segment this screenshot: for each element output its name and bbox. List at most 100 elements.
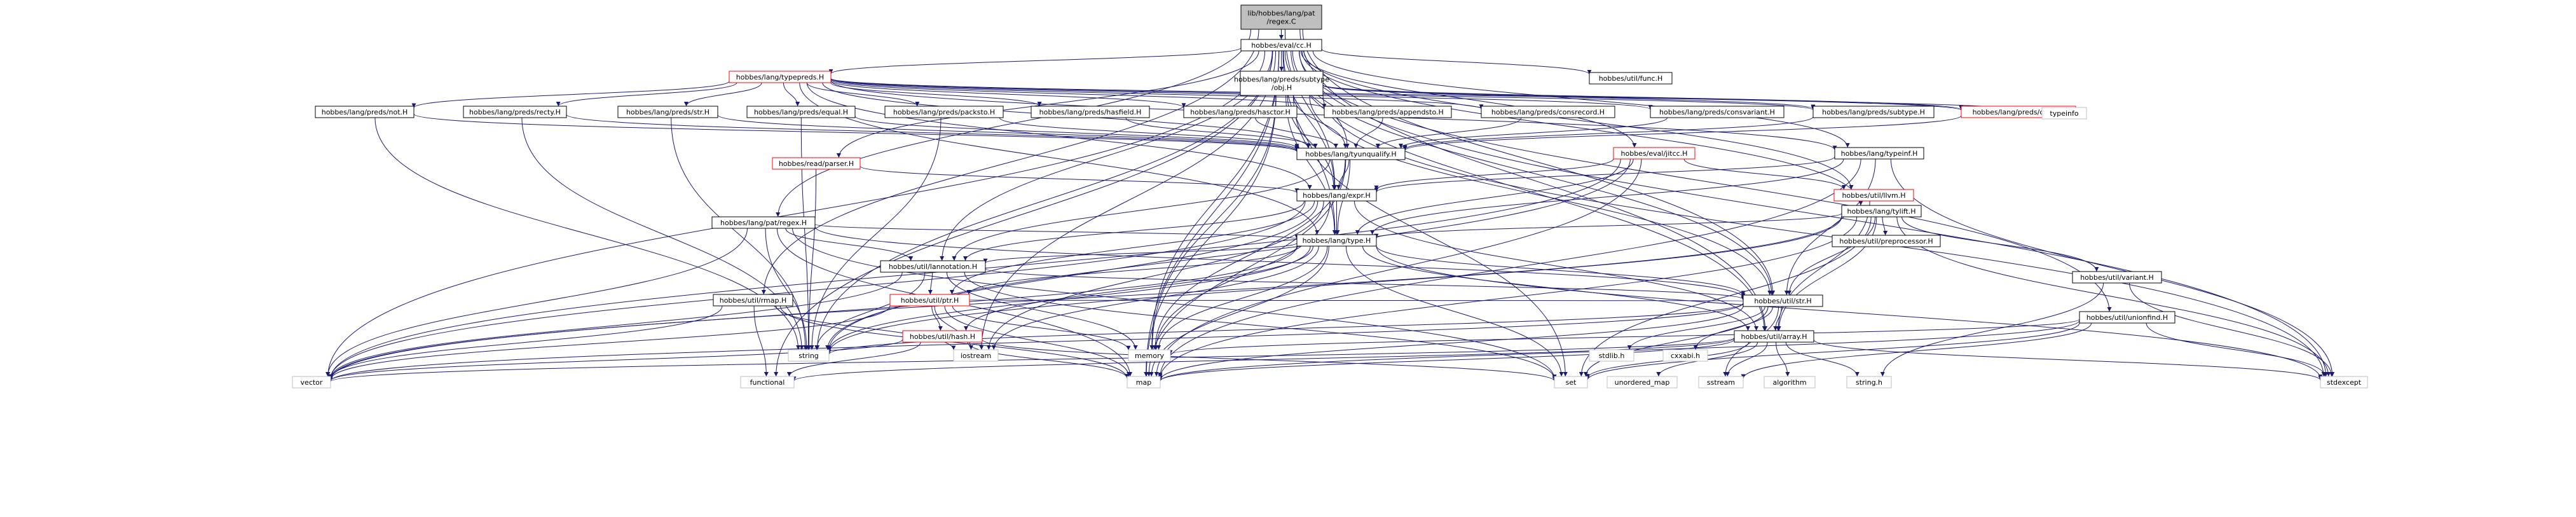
edge-util_str-to-stdlibh <box>1627 306 1765 350</box>
node-typeH[interactable]: hobbes/lang/type.H <box>1296 234 1377 247</box>
node-subtype[interactable]: hobbes/lang/preds/subtype.H <box>1812 106 1935 118</box>
edge-typeinf-to-exprH <box>1374 156 1835 193</box>
node-box-stringh <box>1846 376 1892 389</box>
edge-rmap-to-functional <box>753 305 769 377</box>
node-box-preprocessor <box>1832 235 1941 247</box>
edge-recty-to-tyunqualify <box>566 114 1299 152</box>
edge-appendsto-to-tyunqualify <box>1353 117 1383 149</box>
edge-notH-to-tyunqualify <box>413 113 1299 152</box>
node-functional: functional <box>740 376 795 389</box>
edge-readparser-to-exprH <box>860 165 1299 193</box>
node-label-appendsto: hobbes/lang/preds/appendsto.H <box>1332 108 1444 116</box>
node-appendsto[interactable]: hobbes/lang/preds/appendsto.H <box>1324 106 1452 118</box>
edge-typeH-to-util_str <box>1376 245 1746 296</box>
node-label-typeH: hobbes/lang/type.H <box>1303 237 1371 245</box>
edge-jitcc-to-typeH <box>1355 158 1634 235</box>
edge-typeinf-to-map <box>1158 158 1861 377</box>
edge-typepreds-to-hasfield <box>830 82 1042 107</box>
edge-ptr-to-vector <box>328 305 891 380</box>
node-rmap[interactable]: hobbes/util/rmap.H <box>713 294 793 307</box>
node-label-consrecord: hobbes/lang/preds/consrecord.H <box>1491 108 1605 116</box>
node-func[interactable]: hobbes/util/func.H <box>1589 72 1673 85</box>
edge-evalcc-to-typeinf <box>1312 50 1850 148</box>
node-label-memory: memory <box>1135 352 1164 360</box>
node-evalcc[interactable]: hobbes/eval/cc.H <box>1240 39 1322 52</box>
edge-evalcc-to-tyunqualify <box>1284 50 1350 149</box>
edge-typeH-to-memory <box>1156 245 1328 350</box>
node-notH[interactable]: hobbes/lang/preds/not.H <box>315 106 414 118</box>
edge-unionfind-to-stdexcept <box>2146 322 2327 377</box>
node-subtypeobj[interactable]: hobbes/lang/preds/subtype/obj.H <box>1234 71 1329 96</box>
edge-recty-to-string <box>521 117 804 350</box>
edge-subtypeobj-to-typeH <box>1285 95 1337 235</box>
node-consrecord[interactable]: hobbes/lang/preds/consrecord.H <box>1481 106 1615 118</box>
node-box-lannotation <box>880 260 986 273</box>
node-patregex[interactable]: hobbes/lang/pat/regex.H <box>711 216 816 229</box>
node-label-set: set <box>1566 378 1577 387</box>
node-variant[interactable]: hobbes/util/variant.H <box>2072 271 2162 284</box>
node-hasctor[interactable]: hobbes/lang/preds/hasctor.H <box>1183 106 1298 118</box>
node-box-patregex <box>711 216 816 229</box>
node-hash[interactable]: hobbes/util/hash.H <box>902 330 983 343</box>
node-exprH[interactable]: hobbes/lang/expr.H <box>1296 189 1377 202</box>
node-array[interactable]: hobbes/util/array.H <box>1734 330 1814 343</box>
node-hasfield[interactable]: hobbes/lang/preds/hasfield.H <box>1031 106 1150 118</box>
edge-consvariant-to-tyunqualify <box>1399 117 1668 149</box>
node-preprocessor[interactable]: hobbes/util/preprocessor.H <box>1832 235 1941 247</box>
node-box-consvariant <box>1650 106 1785 118</box>
edge-subtypeobj-to-memory <box>1149 95 1277 350</box>
node-box-readparser <box>772 157 861 170</box>
node-consvariant[interactable]: hobbes/lang/preds/consvariant.H <box>1650 106 1785 118</box>
node-box-typeinfo <box>2041 107 2087 120</box>
node-box-subtype <box>1812 106 1935 118</box>
node-packsto[interactable]: hobbes/lang/preds/packsto.H <box>884 106 1004 118</box>
node-box-exprH <box>1296 189 1377 202</box>
node-util_str[interactable]: hobbes/util/str.H <box>1743 294 1823 307</box>
node-label-lannotation: hobbes/util/lannotation.H <box>889 263 977 271</box>
edge-exprH-to-iostream <box>986 200 1324 350</box>
node-box-tyunqualify <box>1296 148 1406 160</box>
node-label-jitcc: hobbes/eval/jitcc.H <box>1621 149 1688 158</box>
node-typeinfo: typeinfo <box>2041 107 2087 120</box>
node-lannotation[interactable]: hobbes/util/lannotation.H <box>880 260 986 273</box>
node-tyunqualify[interactable]: hobbes/lang/tyunqualify.H <box>1296 148 1406 160</box>
node-recty[interactable]: hobbes/lang/preds/recty.H <box>463 106 567 118</box>
node-box-typepreds <box>729 71 832 83</box>
edge-typepreds-to-appendsto <box>830 79 1327 109</box>
edge-evalcc-to-stdexcept <box>1299 50 2329 377</box>
node-label-hash: hobbes/util/hash.H <box>910 333 975 341</box>
node-label-str_pred: hobbes/lang/preds/str.H <box>626 108 709 116</box>
edge-evalcc-to-util_str <box>1292 50 1774 296</box>
edge-typepreds-to-consrecord <box>830 79 1484 109</box>
edge-tylift-to-preprocessor <box>1882 216 1888 236</box>
node-label-stdlibh: stdlib.h <box>1599 352 1625 360</box>
node-tylift[interactable]: hobbes/lang/tylift.H <box>1841 205 1922 217</box>
edge-str_pred-to-tyunqualify <box>717 114 1299 151</box>
node-readparser[interactable]: hobbes/read/parser.H <box>772 157 861 170</box>
edge-typepreds-to-recty <box>556 82 737 107</box>
edge-typepreds-to-str_pred <box>683 82 762 107</box>
node-equal[interactable]: hobbes/lang/preds/equal.H <box>746 106 856 118</box>
edge-hasfield-to-tyunqualify <box>1125 117 1318 149</box>
node-box-stdexcept <box>2320 376 2368 389</box>
node-unionfind[interactable]: hobbes/util/unionfind.H <box>2079 311 2175 324</box>
edge-hash-to-functional <box>786 341 921 377</box>
node-box-vector <box>292 376 331 389</box>
node-str_pred[interactable]: hobbes/lang/preds/str.H <box>617 106 718 118</box>
node-jitcc[interactable]: hobbes/eval/jitcc.H <box>1613 147 1696 160</box>
node-label-preprocessor: hobbes/util/preprocessor.H <box>1839 237 1933 245</box>
node-label-variant: hobbes/util/variant.H <box>2080 273 2154 282</box>
node-typeinf[interactable]: hobbes/lang/typeinf.H <box>1834 147 1924 160</box>
node-root[interactable]: lib/hobbes/lang/pat/regex.C <box>1240 4 1322 30</box>
edge-equal-to-tyunqualify <box>854 116 1299 150</box>
edge-consrecord-to-tyunqualify <box>1375 117 1522 149</box>
node-ptr[interactable]: hobbes/util/ptr.H <box>889 294 970 307</box>
node-label-root-line-1: lib/hobbes/lang/pat <box>1247 10 1315 18</box>
node-label-subtypeobj-line-1: hobbes/lang/preds/subtype <box>1234 76 1329 84</box>
node-algorithm: algorithm <box>1764 376 1816 389</box>
edge-evalcc-to-typepreds <box>828 47 1242 74</box>
node-box-algorithm <box>1764 376 1816 389</box>
node-llvm[interactable]: hobbes/util/llvm.H <box>1833 189 1914 202</box>
node-box-notH <box>315 106 414 118</box>
node-typepreds[interactable]: hobbes/lang/typepreds.H <box>729 71 832 83</box>
